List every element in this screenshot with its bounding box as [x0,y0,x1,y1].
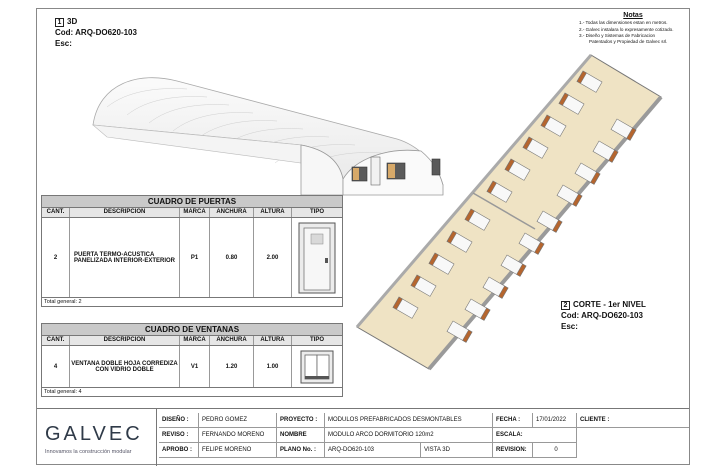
col-header: TIPO [309,209,324,215]
cell-tipo [292,346,342,387]
windows-total: Total general: 4 [41,388,343,397]
cliente-label: CLIENTE : [577,413,689,428]
cod-value: ARQ-DO620-103 [581,311,643,320]
bunk-beds-right [446,118,637,343]
cell-anchura: 0.80 [210,218,254,297]
nombre-label: NOMBRE [277,428,325,443]
view-title: CORTE - 1er NIVEL [573,300,646,309]
door-type-icon [298,222,336,293]
revision-label: REVISION: [493,443,533,458]
view-number: 2 [561,301,570,310]
module-3d-illustration [92,77,444,196]
note-item: 3.- Diseño y Sistemas de Fabricacion [579,32,656,38]
col-header: ANCHURA [210,208,254,217]
col-header: MARCA [180,208,210,217]
reviso-value: FERNANDO MORENO [199,428,277,443]
cell-marca: P1 [180,218,210,297]
vista-value: VISTA 3D [421,443,493,458]
windows-schedule-title: CUADRO DE VENTANAS [41,323,343,336]
col-header: CANT. [42,336,70,345]
reviso-label: REVISO : [159,428,199,443]
table-row: 2 PUERTA TERMO-ACUSTICA PANELIZADA INTER… [41,218,343,298]
table-row: 4 VENTANA DOBLE HOJA CORREDIZA CON VIDRI… [41,346,343,388]
note-item: Patentados y Propiedad de Galvec srl. [589,39,668,45]
view-title: 3D [67,17,78,26]
cell-tipo [292,218,342,297]
cod-value: ARQ-DO620-103 [75,28,137,37]
cell-descripcion: VENTANA DOBLE HOJA CORREDIZA CON VIDRIO … [70,346,180,387]
col-header: ALTURA [254,336,292,345]
cell-descripcion: PUERTA TERMO-ACUSTICA PANELIZADA INTERIO… [70,218,180,297]
esc-label: Esc: [55,39,72,48]
col-header: DESCRIPCION [70,336,180,345]
cell-altura: 1.00 [254,346,292,387]
note-item: 1.- Todas las dimensiones estan en metro… [579,20,668,26]
revision-value: 0 [533,443,577,458]
cell-anchura: 1.20 [210,346,254,387]
company-logo: GALVEC [45,423,143,445]
escala-label: ESCALA: [493,428,577,443]
fecha-value: 17/01/2022 [533,413,577,428]
title-block: GALVEC Innovamos la construcción modular… [37,408,689,466]
cod-label: Cod: [561,311,580,320]
notes-panel: Notas 1.- Todas las dimensiones estan en… [579,12,687,45]
col-header: MARCA [180,336,210,345]
col-header: ALTURA [254,208,292,217]
doors-schedule: CUADRO DE PUERTAS CANT. DESCRIPCION MARC… [41,195,343,307]
floor-plan-section [355,54,663,371]
fecha-label: FECHA : [493,413,533,428]
cell-cant: 4 [42,346,70,387]
doors-schedule-header: CANT. DESCRIPCION MARCA ANCHURA ALTURA T… [41,208,343,218]
proyecto-value: MODULOS PREFABRICADOS DESMONTABLES [325,413,493,428]
cell-cant: 2 [42,218,70,297]
plano-label: PLANO No. : [277,443,325,458]
doors-total: Total general: 2 [41,298,343,307]
col-header: DESCRIPCION [70,208,180,217]
company-logo-area: GALVEC Innovamos la construcción modular [37,409,157,466]
window-type-icon [300,350,334,383]
col-header: CANT. [42,208,70,217]
col-header: ANCHURA [210,336,254,345]
notes-title: Notas [623,12,643,19]
esc-label: Esc: [561,322,578,331]
note-item: 2.- Galvec instalara lo expresamente cot… [579,26,674,32]
windows-schedule-header: CANT. DESCRIPCION MARCA ANCHURA ALTURA T… [41,336,343,346]
bunk-beds-left [392,70,603,319]
plano-value: ARQ-DO620-103 [325,443,421,458]
company-tagline: Innovamos la construcción modular [45,449,132,455]
aprobo-value: FELIPE MORENO [199,443,277,458]
windows-schedule: CUADRO DE VENTANAS CANT. DESCRIPCION MAR… [41,323,343,397]
cod-label: Cod: [55,28,74,37]
diseno-label: DISEÑO : [159,413,199,428]
cell-altura: 2.00 [254,218,292,297]
cell-marca: V1 [180,346,210,387]
diseno-value: PEDRO GOMEZ [199,413,277,428]
proyecto-label: PROYECTO : [277,413,325,428]
doors-schedule-title: CUADRO DE PUERTAS [41,195,343,208]
aprobo-label: APROBO : [159,443,199,458]
view-number: 1 [55,18,64,27]
col-header: TIPO [309,337,324,343]
nombre-value: MODULO ARCO DORMITORIO 120m2 [325,428,493,443]
